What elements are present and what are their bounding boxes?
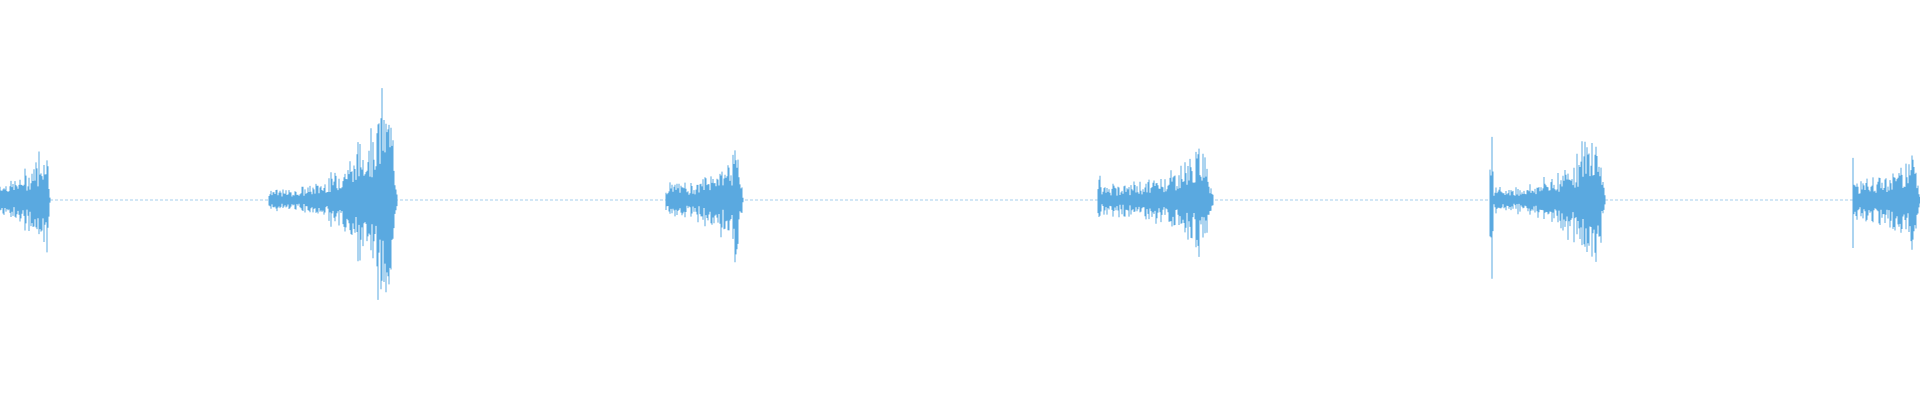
waveform-burst-3-path (665, 150, 744, 263)
waveform-burst-5 (1489, 136, 1606, 279)
waveform-burst-2-path (268, 88, 398, 300)
waveform-burst-6-path (1852, 155, 1920, 250)
waveform-burst-5-path (1489, 136, 1606, 279)
waveform-burst-1-path (0, 151, 51, 253)
waveform-burst-4 (1097, 148, 1214, 257)
waveform-burst-4-path (1097, 148, 1214, 257)
waveform-burst-6 (1852, 155, 1920, 250)
waveform-burst-2 (268, 88, 398, 300)
waveform-burst-1 (0, 151, 51, 253)
waveform-burst-3 (665, 150, 744, 263)
